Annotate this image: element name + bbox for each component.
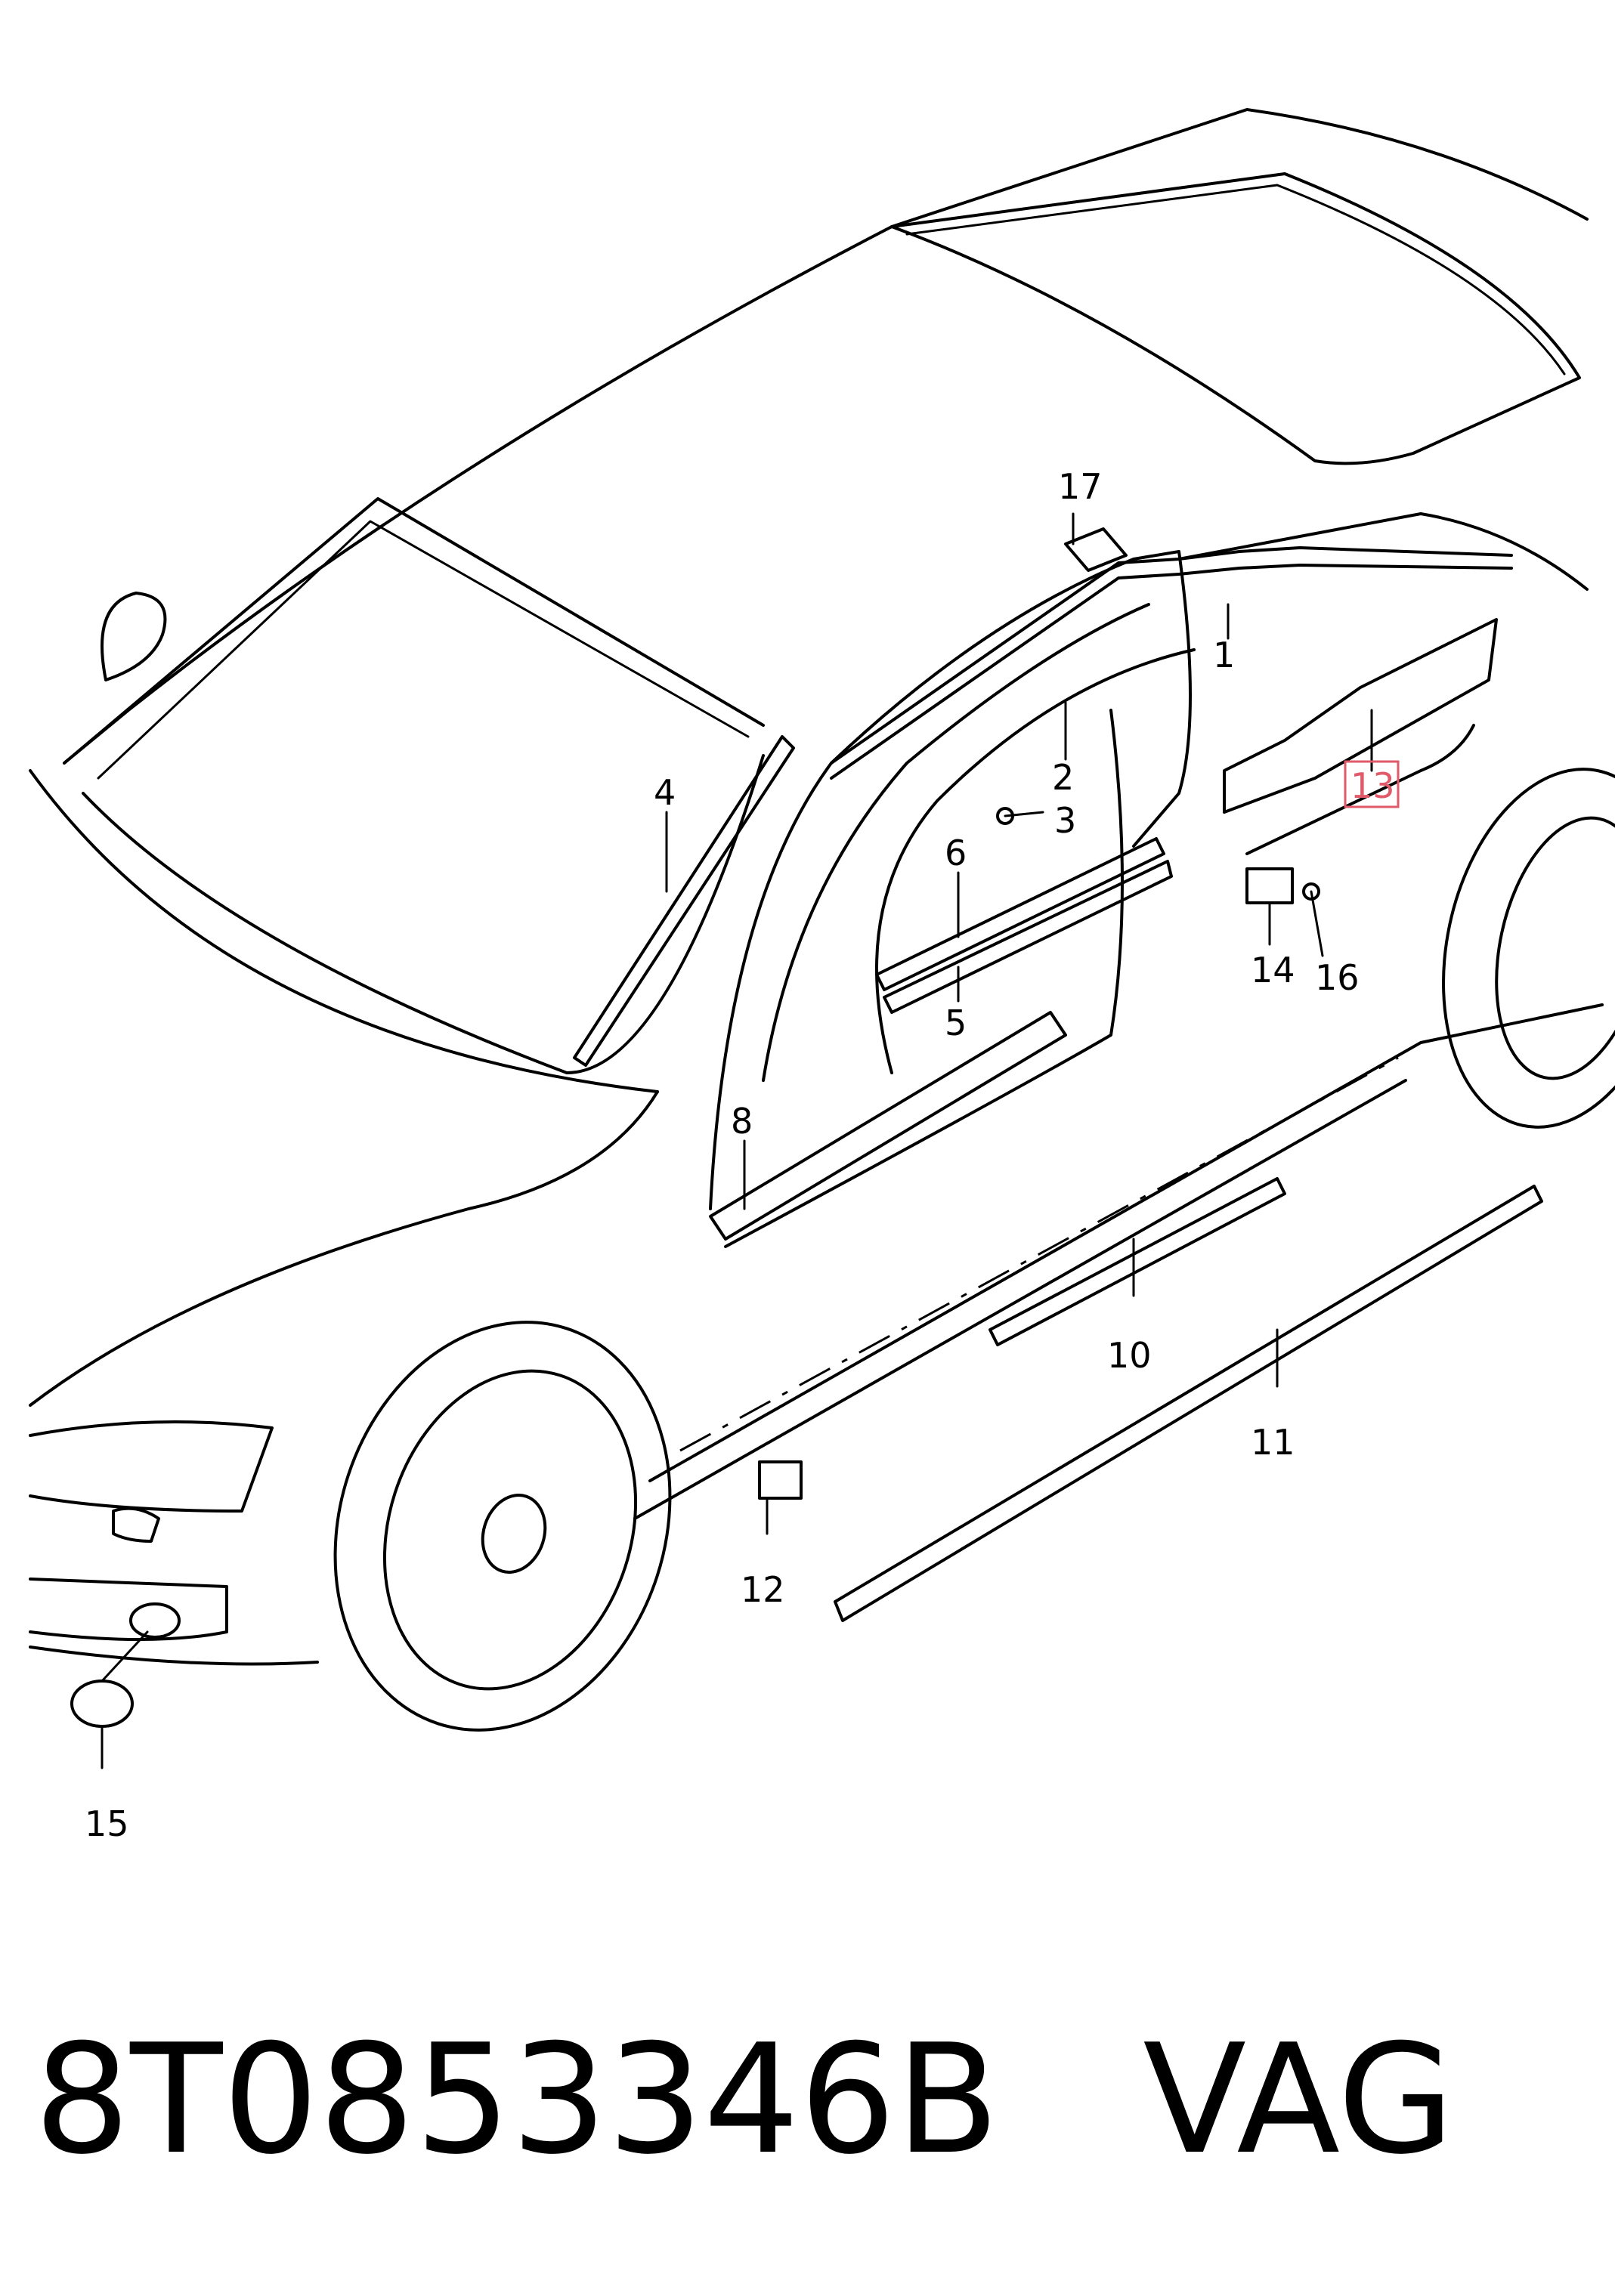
windshield-inner: [97, 520, 750, 780]
sunroof-inner: [905, 184, 1566, 375]
sunroof: [890, 172, 1581, 465]
side-mirror: [101, 592, 167, 681]
callout-5: 5: [945, 1003, 967, 1043]
part-12-clip: [758, 1460, 803, 1500]
callout-13: 13: [1350, 765, 1395, 806]
marker-lamp: [112, 1506, 160, 1543]
callout-8: 8: [731, 1101, 753, 1142]
callouts: 1 2 3 4 5 6 8 10 11 12 13 14 15 16 17: [85, 466, 1400, 1844]
part-11-sill-panel: [834, 1185, 1543, 1622]
callout-14: 14: [1251, 950, 1295, 990]
part-5-belt-seal: [883, 860, 1173, 1014]
callout-2: 2: [1052, 757, 1074, 798]
door-opening: [724, 709, 1124, 1248]
part-6-belt-moulding: [875, 837, 1165, 991]
callout-11: 11: [1251, 1422, 1295, 1463]
callout-17: 17: [1058, 466, 1103, 507]
part-2-window-channel: [875, 648, 1196, 1074]
sill-lower: [633, 1079, 1407, 1520]
door-frame-outer: [709, 550, 1192, 1210]
sill-upper: [648, 1003, 1604, 1482]
rear-wheel-rim: [1495, 816, 1615, 1080]
hood-edge: [29, 1090, 659, 1407]
callout-10: 10: [1107, 1335, 1152, 1376]
bumper-lower: [29, 1646, 319, 1666]
headlight: [29, 1420, 274, 1513]
callout-12: 12: [741, 1569, 785, 1610]
part-13-rear-trim: [1223, 618, 1498, 814]
part-4-a-pillar-trim: [573, 735, 795, 1067]
callout-16: 16: [1315, 957, 1360, 998]
roof-line: [63, 108, 1589, 765]
rear-window-top: [1177, 512, 1589, 591]
caption: 8T0853346B VAG: [34, 1987, 1591, 2214]
callout-15: 15: [85, 1803, 129, 1844]
front-wheel-rim: [382, 1369, 638, 1691]
part-1-door-seal-inner: [830, 564, 1513, 780]
door-frame-inner: [762, 603, 1150, 1082]
part-17-clip: [1064, 527, 1128, 572]
part-15-cap: [70, 1680, 134, 1728]
part-16-screw: [1302, 882, 1320, 901]
rear-quarter: [1245, 724, 1475, 855]
callout-3: 3: [1054, 800, 1076, 841]
part-14-bracket: [1245, 867, 1294, 904]
brand-name: VAG: [1143, 2012, 1455, 2188]
hood-line: [29, 769, 659, 1093]
car-exploded-diagram: 1 2 3 4 5 6 8 10 11 12 13 14 15 16 17: [29, 108, 1615, 1844]
rear-wheel-arch: [1442, 768, 1615, 1129]
callout-6: 6: [945, 833, 967, 873]
car-body: [29, 108, 1615, 1732]
fog-lamp: [129, 1602, 181, 1639]
sill-dash: [679, 1056, 1399, 1452]
parts: [70, 527, 1543, 1728]
callout-4: 4: [654, 772, 676, 813]
leader-lines: [101, 512, 1373, 1769]
part-10-sill-trim: [988, 1177, 1286, 1346]
front-wheel-arch: [333, 1321, 672, 1732]
part-8-sill-plate: [709, 1011, 1067, 1241]
part-1-door-seal: [830, 546, 1513, 765]
front-wheel-hub: [481, 1494, 547, 1574]
windshield-upper: [63, 497, 765, 765]
callout-1: 1: [1213, 635, 1235, 675]
front-bumper: [29, 1578, 228, 1641]
part-number: 8T0853346B: [34, 2012, 1000, 2188]
callout-13-box: [1344, 760, 1400, 808]
windshield-lower: [82, 754, 765, 1074]
